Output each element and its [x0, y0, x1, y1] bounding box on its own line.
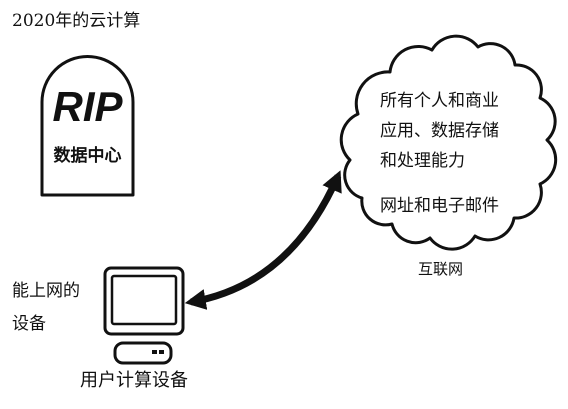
cloud-icon	[339, 34, 558, 251]
double-headed-arrow-icon	[184, 170, 342, 310]
page-title: 2020年的云计算	[12, 11, 141, 31]
tombstone-icon	[40, 55, 135, 197]
indicator-light	[159, 350, 164, 354]
indicator-light	[152, 350, 157, 354]
device-base	[113, 341, 173, 365]
cloud-services-text: 网址和电子邮件	[380, 196, 499, 216]
user-device-label: 用户计算设备	[80, 370, 188, 391]
device-side-label: 设备	[12, 314, 46, 334]
internet-label: 互联网	[418, 260, 464, 278]
monitor-icon	[103, 266, 185, 336]
monitor-frame	[103, 266, 185, 336]
monitor-screen	[110, 274, 178, 326]
cloud-text-line: 所有个人和商业	[380, 91, 499, 111]
cloud-text-line: 应用、数据存储	[380, 121, 499, 141]
device-side-label: 能上网的	[12, 281, 80, 301]
cloud-text-line: 和处理能力	[380, 151, 465, 171]
data-center-label: 数据中心	[53, 146, 122, 166]
rip-text: RIP	[52, 83, 123, 130]
keyboard-icon	[113, 341, 173, 365]
